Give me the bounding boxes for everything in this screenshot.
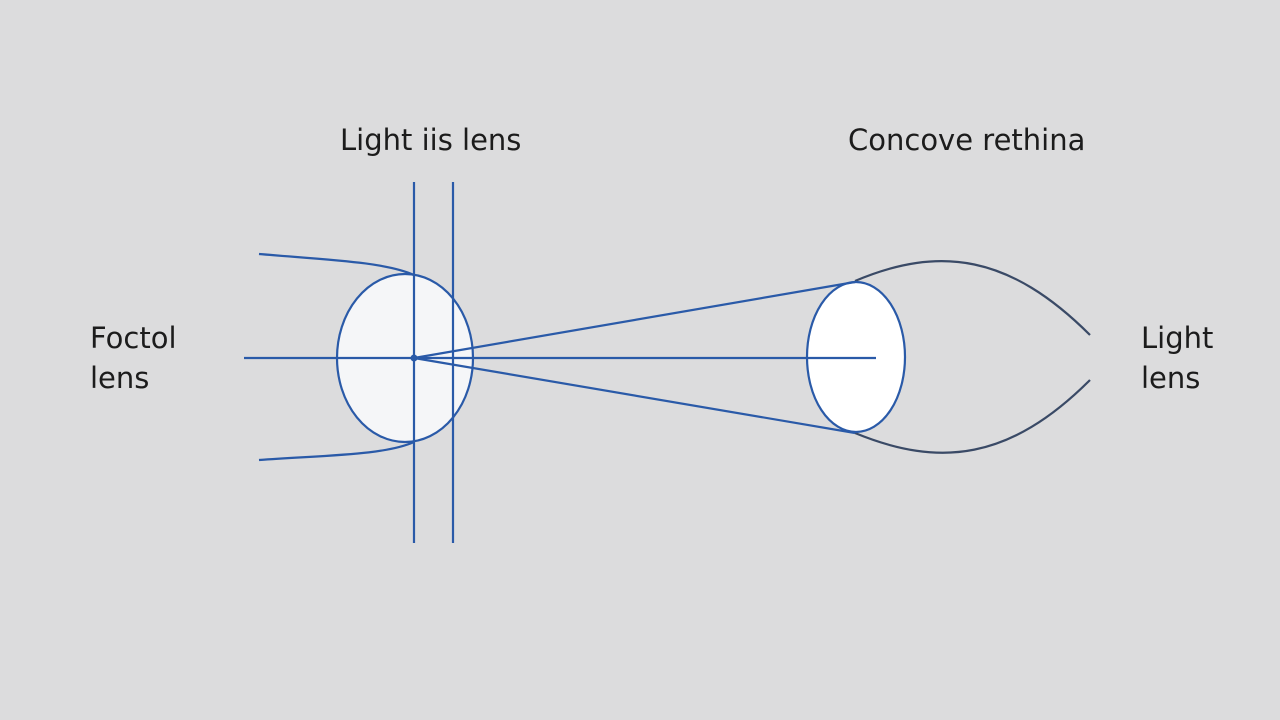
label-light-lens-top: Light iis lens bbox=[340, 120, 521, 160]
ray-lower bbox=[413, 356, 856, 435]
eye-outline-top bbox=[854, 260, 1091, 336]
incoming-ray-bottom bbox=[258, 440, 415, 462]
label-focal-lens-line2: lens bbox=[90, 361, 150, 395]
label-light-lens-right-line2: lens bbox=[1141, 361, 1201, 395]
focal-point bbox=[410, 354, 418, 362]
ray-upper bbox=[413, 280, 856, 360]
label-focal-lens-line1: Foctol bbox=[90, 321, 177, 355]
label-light-lens-right-line1: Light bbox=[1141, 321, 1214, 355]
label-focal-lens: Foctol lens bbox=[90, 318, 177, 398]
label-concave-retina-text: Concove rethina bbox=[848, 123, 1086, 157]
label-light-lens-right: Light lens bbox=[1141, 318, 1213, 398]
label-light-lens-top-text: Light iis lens bbox=[340, 123, 522, 157]
incoming-ray-top bbox=[258, 252, 415, 277]
eye-outline-bottom bbox=[854, 379, 1091, 454]
label-concave-retina: Concove rethina bbox=[848, 120, 1085, 160]
